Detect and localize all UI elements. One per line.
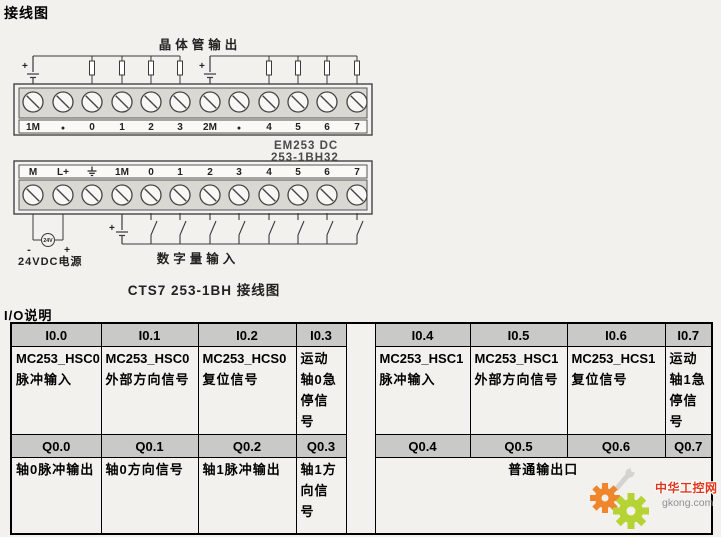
output-terminal-block: 1M ● 0 1 2 3 2M ● 4 5 6 7 bbox=[13, 83, 373, 136]
transistor-output-label: 晶体管输出 bbox=[159, 37, 242, 52]
input-terminal-labels: M L+ 1M 0 1 2 3 4 5 6 7 bbox=[29, 166, 360, 178]
battery-icon bbox=[26, 55, 40, 85]
svg-text:7: 7 bbox=[354, 122, 360, 133]
header-cell: I0.7 bbox=[664, 322, 713, 347]
output-terminal-labels: 1M ● 0 1 2 3 2M ● 4 5 6 7 bbox=[26, 122, 360, 133]
diagram-caption: CTS7 253-1BH 接线图 bbox=[128, 282, 281, 298]
wiring-diagram: 晶体管输出 + + 1M ● 0 1 2 3 2M bbox=[13, 37, 373, 298]
header-cell: I0.0 bbox=[10, 322, 102, 347]
svg-text:●: ● bbox=[61, 125, 65, 132]
svg-text:7: 7 bbox=[354, 167, 360, 178]
input-header-row: I0.0 I0.1 I0.2 I0.3 I0.4 I0.5 I0.6 I0.7 bbox=[10, 322, 713, 534]
gkong-watermark: 中华工控网 gkong.com bbox=[590, 467, 718, 529]
watermark-site-name: 中华工控网 bbox=[655, 480, 718, 495]
svg-text:●: ● bbox=[237, 125, 241, 132]
power-plus-sign: + bbox=[64, 245, 70, 256]
svg-text:6: 6 bbox=[324, 167, 330, 178]
battery-plus-sign: + bbox=[199, 61, 205, 72]
svg-text:6: 6 bbox=[324, 122, 330, 133]
header-cell: Q0.2 bbox=[197, 434, 297, 458]
io-section-title: I/O说明 bbox=[4, 308, 53, 323]
table-spacer-column bbox=[345, 322, 376, 534]
header-cell: Q0.6 bbox=[566, 434, 666, 458]
svg-text:0: 0 bbox=[89, 122, 95, 133]
header-cell: Q0.0 bbox=[10, 434, 102, 458]
header-cell: Q0.4 bbox=[374, 434, 471, 458]
table-cell: 运动轴0急停信号 bbox=[295, 346, 347, 435]
table-cell: 轴0方向信号 bbox=[100, 457, 199, 534]
input-terminal-block: M L+ 1M 0 1 2 3 4 5 6 7 bbox=[13, 160, 373, 215]
page-title: 接线图 bbox=[4, 5, 49, 21]
svg-text:2: 2 bbox=[148, 122, 154, 133]
header-cell: Q0.7 bbox=[664, 434, 713, 458]
header-cell: Q0.3 bbox=[295, 434, 347, 458]
battery-plus-sign: + bbox=[109, 223, 115, 234]
table-cell: 轴1方向信号 bbox=[295, 457, 347, 534]
svg-text:0: 0 bbox=[148, 167, 154, 178]
earth-ground-icon bbox=[87, 166, 97, 177]
module-name-line1: EM253 DC bbox=[274, 140, 338, 152]
green-gear-icon bbox=[613, 493, 649, 529]
header-cell: I0.3 bbox=[295, 322, 347, 347]
svg-text:5: 5 bbox=[295, 167, 301, 178]
svg-text:1: 1 bbox=[119, 122, 125, 133]
load-resistor-icons bbox=[89, 55, 360, 85]
table-cell: 运动轴1急停信号 bbox=[664, 346, 713, 435]
table-cell-merged: 普通输出口 bbox=[374, 457, 713, 534]
table-cell: 轴1脉冲输出 bbox=[197, 457, 297, 534]
battery-icon bbox=[203, 55, 217, 85]
power-supply-label: 24VDC电源 bbox=[18, 254, 82, 268]
header-cell: Q0.1 bbox=[100, 434, 199, 458]
svg-text:M: M bbox=[29, 167, 37, 178]
header-cell: I0.2 bbox=[197, 322, 297, 347]
orange-gear-icon bbox=[590, 483, 620, 513]
power-supply-circle-label: 24V bbox=[43, 238, 53, 244]
svg-text:1M: 1M bbox=[26, 122, 40, 133]
table-cell: 轴0脉冲输出 bbox=[10, 457, 102, 534]
svg-text:1: 1 bbox=[177, 167, 183, 178]
header-cell: I0.4 bbox=[374, 322, 471, 347]
io-description-table: I0.0 I0.1 I0.2 I0.3 I0.4 I0.5 I0.6 I0.7 … bbox=[10, 322, 713, 535]
header-cell: Q0.5 bbox=[469, 434, 568, 458]
svg-text:3: 3 bbox=[177, 122, 183, 133]
digital-input-label: 数字量输入 bbox=[156, 251, 240, 266]
battery-icon bbox=[116, 214, 128, 244]
svg-text:5: 5 bbox=[295, 122, 301, 133]
svg-text:4: 4 bbox=[266, 122, 272, 133]
watermark-site-url: gkong.com bbox=[662, 497, 714, 509]
svg-text:1M: 1M bbox=[115, 167, 129, 178]
wrench-icon bbox=[614, 467, 636, 491]
output-description-row: 轴0脉冲输出 轴0方向信号 轴1脉冲输出 轴1方向信号 普通输出口 bbox=[10, 457, 713, 534]
svg-text:2: 2 bbox=[207, 167, 213, 178]
svg-text:3: 3 bbox=[236, 167, 242, 178]
svg-text:2M: 2M bbox=[203, 122, 217, 133]
header-cell: I0.1 bbox=[100, 322, 199, 347]
output-header-row: Q0.0 Q0.1 Q0.2 Q0.3 Q0.4 Q0.5 Q0.6 Q0.7 bbox=[10, 434, 713, 458]
power-minus-sign: - bbox=[27, 244, 31, 256]
power-supply-icon bbox=[32, 214, 64, 247]
svg-text:L+: L+ bbox=[57, 167, 69, 178]
svg-text:4: 4 bbox=[266, 167, 272, 178]
input-switch-icons bbox=[150, 212, 364, 245]
header-cell: I0.6 bbox=[566, 322, 666, 347]
header-cell: I0.5 bbox=[469, 322, 568, 347]
battery-plus-sign: + bbox=[22, 61, 28, 72]
